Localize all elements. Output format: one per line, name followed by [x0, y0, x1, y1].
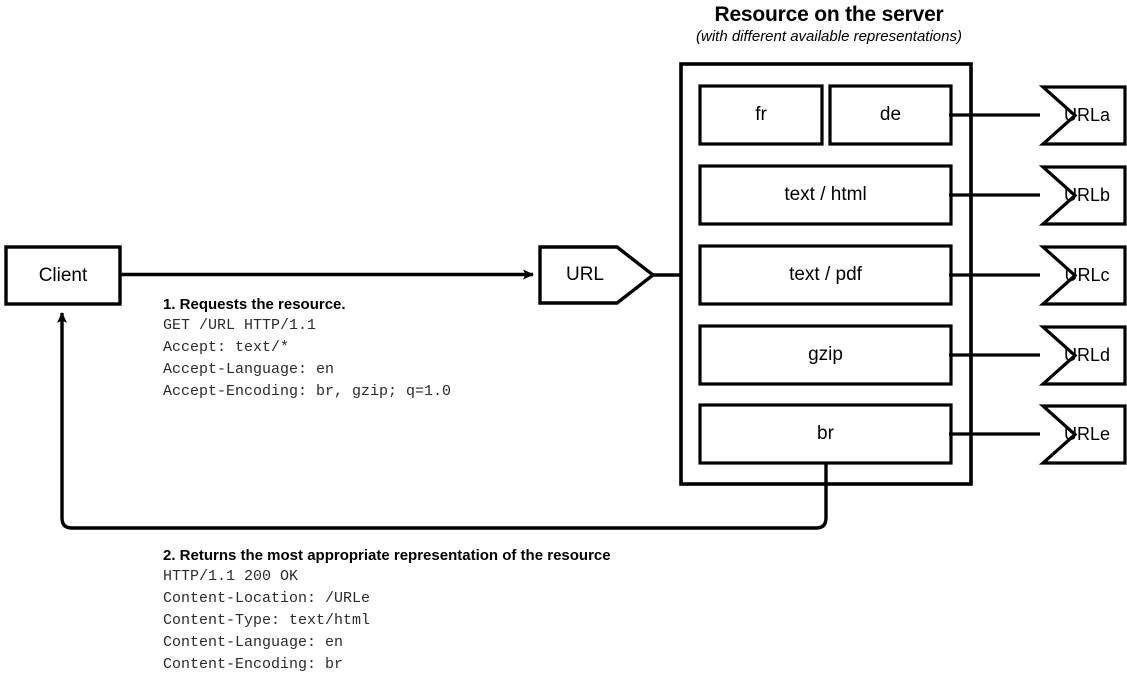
server-heading: Resource on the server (with different a… — [664, 2, 994, 46]
representation-box-gzip[interactable] — [698, 324, 953, 386]
response-line-5: Content-Encoding: br — [163, 656, 344, 673]
response-line-3: Content-Type: text/html — [163, 612, 371, 629]
server-heading-title: Resource on the server — [714, 3, 944, 26]
request-line-1: GET /URL HTTP/1.1 — [163, 317, 317, 334]
request-message-block: 1. Requests the resource. GET /URL HTTP/… — [163, 294, 451, 403]
server-heading-subtitle: (with different available representation… — [696, 28, 962, 45]
representation-box-text-html[interactable] — [698, 164, 953, 226]
url-node-shape[interactable] — [538, 245, 656, 305]
url-tag-shape-urld[interactable] — [1038, 325, 1127, 386]
response-title: 2. Returns the most appropriate represen… — [163, 547, 611, 564]
request-line-3: Accept-Language: en — [163, 361, 335, 378]
url-tag-shape-urle[interactable] — [1038, 404, 1127, 465]
url-tag-shape-urla[interactable] — [1038, 85, 1127, 146]
representation-box-text-pdf[interactable] — [698, 244, 953, 306]
url-tag-shape-urlc[interactable] — [1038, 245, 1127, 306]
representation-box-fr[interactable] — [698, 84, 824, 146]
response-line-4: Content-Language: en — [163, 634, 344, 651]
client-box[interactable] — [4, 245, 122, 306]
representation-box-de[interactable] — [828, 84, 953, 146]
response-arrow — [57, 312, 828, 530]
response-line-1: HTTP/1.1 200 OK — [163, 568, 299, 585]
representation-box-br[interactable] — [698, 403, 953, 465]
request-line-2: Accept: text/* — [163, 339, 290, 356]
request-title: 1. Requests the resource. — [163, 296, 346, 313]
url-tag-shape-urlb[interactable] — [1038, 165, 1127, 226]
request-line-4: Accept-Encoding: br, gzip; q=1.0 — [163, 383, 452, 400]
response-line-2: Content-Location: /URLe — [163, 590, 371, 607]
response-message-block: 2. Returns the most appropriate represen… — [163, 545, 611, 676]
